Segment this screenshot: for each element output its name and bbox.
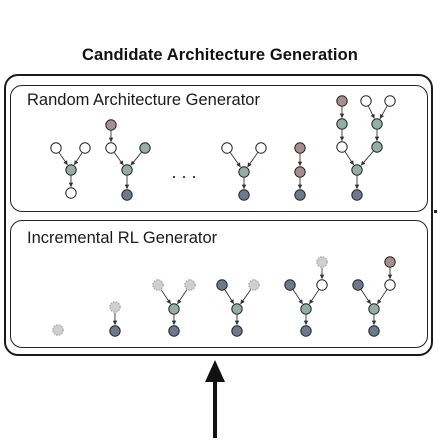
graph-node: [168, 303, 180, 315]
graph-node: [255, 142, 267, 154]
incremental-generator-label: Incremental RL Generator: [27, 229, 218, 247]
graph-edge: [229, 152, 241, 168]
input-arrow-head: [205, 360, 225, 382]
graph-node: [50, 142, 62, 154]
graph-node: [300, 303, 312, 315]
graph-node: [231, 303, 243, 315]
graph-node: [351, 189, 363, 201]
graph-node: [336, 118, 348, 130]
graph-edge: [377, 289, 388, 305]
graph-node: [351, 164, 363, 176]
graph-edge: [368, 105, 375, 119]
graph-edge: [309, 289, 320, 305]
graph-edge: [177, 289, 188, 305]
graph-edge: [240, 289, 252, 305]
graph-node: [336, 95, 348, 107]
graph-node: [248, 279, 260, 291]
graph-node: [65, 164, 77, 176]
edge-tick-mark: [434, 210, 437, 213]
graph-node: [316, 279, 328, 291]
graph-edge: [344, 151, 354, 166]
graph-node: [139, 142, 151, 154]
graph-node: [371, 141, 383, 153]
graph-node: [384, 95, 396, 107]
graph-node: [105, 119, 117, 131]
graph-edge: [58, 152, 68, 166]
graph-node: [336, 141, 348, 153]
graph-edge: [224, 289, 235, 305]
diagram-title: Candidate Architecture Generation: [82, 46, 358, 64]
incremental-generator-panel: [10, 220, 428, 348]
graph-node: [352, 279, 364, 291]
graph-node: [65, 187, 77, 199]
graph-node: [52, 324, 64, 336]
graph-node: [79, 142, 91, 154]
graph-node: [238, 189, 250, 201]
graph-node: [238, 166, 250, 178]
graph-node: [360, 95, 372, 107]
graph-edge: [73, 152, 83, 166]
graph-node: [384, 279, 396, 291]
outer-frame: [4, 74, 433, 356]
graph-node: [384, 256, 396, 268]
graph-node: [221, 142, 233, 154]
random-generator-label: Random Architecture Generator: [27, 91, 260, 109]
graph-node: [168, 325, 180, 337]
graph-edge: [113, 152, 124, 166]
graph-node: [368, 325, 380, 337]
graph-node: [294, 166, 306, 178]
graph-edge: [160, 289, 171, 305]
graph-node: [284, 279, 296, 291]
graph-node: [231, 325, 243, 337]
graph-node: [184, 279, 196, 291]
graph-node: [294, 189, 306, 201]
graph-node: [316, 256, 328, 268]
graph-edge: [360, 151, 374, 166]
graph-node: [121, 164, 133, 176]
graph-edge: [292, 289, 303, 305]
graph-node: [109, 301, 121, 313]
graph-node: [216, 279, 228, 291]
graph-node: [300, 325, 312, 337]
graph-node: [121, 189, 133, 201]
graph-node: [109, 325, 121, 337]
ellipsis: . . .: [171, 162, 196, 182]
graph-edge: [130, 152, 142, 166]
graph-node: [371, 118, 383, 130]
graph-node: [105, 142, 117, 154]
graph-edge: [379, 105, 388, 119]
graph-node: [152, 279, 164, 291]
graph-node: [294, 142, 306, 154]
graph-edge: [247, 152, 259, 168]
graph-node: [368, 303, 380, 315]
graph-edge: [360, 289, 371, 305]
random-generator-panel: [10, 85, 428, 212]
